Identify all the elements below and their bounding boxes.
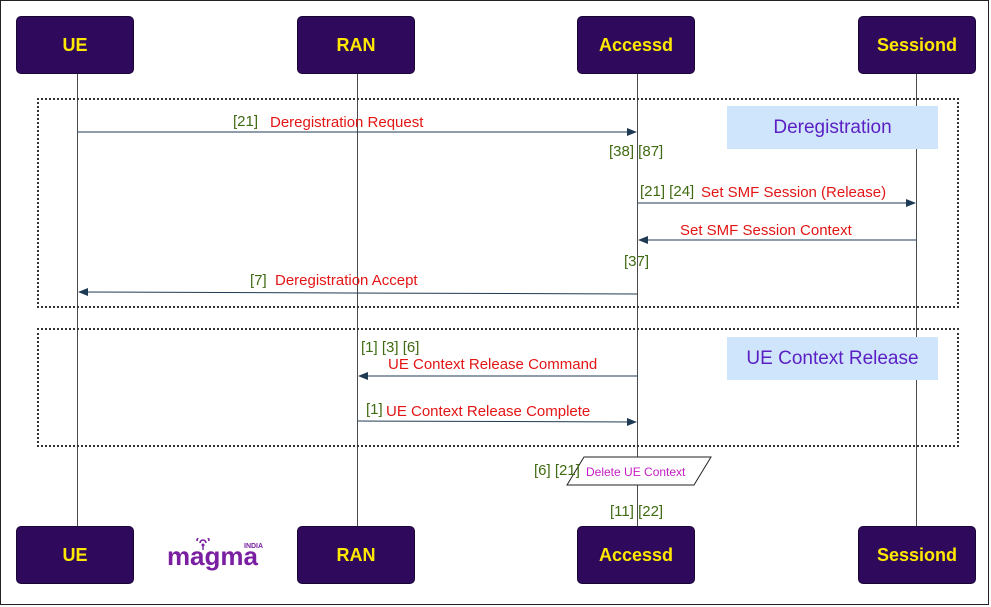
svg-text:INDIA: INDIA — [244, 543, 263, 550]
note-text: Delete UE Context — [586, 465, 686, 479]
msg-label-ue-context-release-command: UE Context Release Command — [388, 356, 598, 373]
msg-label-set-smf-session-release: Set SMF Session (Release) — [701, 184, 887, 201]
actor-accessd-top: Accessd — [577, 16, 695, 74]
svg-text:agma: agma — [190, 541, 258, 571]
actor-ue-bottom: UE — [16, 526, 134, 584]
arrow-ue-context-release-complete — [357, 417, 637, 426]
lifeline-sessiond — [916, 74, 917, 526]
ref-accessd-after-context: [37] — [624, 253, 650, 270]
actor-sessiond-top: Sessiond — [858, 16, 976, 74]
msg-ref-deregistration-request: [21] — [233, 113, 259, 130]
group-ue-context-release — [37, 328, 959, 447]
magma-logo-image: m agma INDIA — [167, 534, 263, 571]
lifeline-ue — [77, 74, 78, 526]
actor-ran-top: RAN — [297, 16, 415, 74]
lifeline-accessd — [637, 40, 638, 526]
svg-text:m: m — [167, 541, 190, 571]
arrow-deregistration-accept — [78, 288, 638, 297]
ref-accessd-after-request: [38] [87] — [609, 143, 664, 160]
msg-ref-ue-context-release-complete: [1] — [366, 401, 383, 418]
msg-label-set-smf-session-context: Set SMF Session Context — [680, 222, 852, 239]
msg-label-deregistration-request: Deregistration Request — [270, 114, 424, 131]
group-label-ue-context-release: UE Context Release — [727, 337, 938, 380]
lifeline-ran — [357, 74, 358, 526]
msg-ref-ue-context-release-command: [1] [3] [6] — [361, 339, 420, 356]
magma-logo: m agma INDIA — [165, 534, 270, 572]
actor-accessd-bottom: Accessd — [577, 526, 695, 584]
group-deregistration — [37, 98, 959, 308]
actor-ran-bottom: RAN — [297, 526, 415, 584]
actor-sessiond-bottom: Sessiond — [858, 526, 976, 584]
msg-label-ue-context-release-complete: UE Context Release Complete — [386, 403, 591, 420]
msg-ref-set-smf-session-release: [21] [24] — [640, 183, 695, 200]
actor-ue-top: UE — [16, 16, 134, 74]
group-label-deregistration: Deregistration — [727, 106, 938, 149]
msg-label-deregistration-accept: Deregistration Accept — [275, 272, 418, 289]
ref-accessd-bottom: [11] [22] — [610, 503, 664, 520]
msg-ref-deregistration-accept: [7] — [250, 272, 267, 289]
ref-note: [6] [21] — [534, 462, 580, 479]
note-delete-ue-context — [566, 456, 712, 486]
